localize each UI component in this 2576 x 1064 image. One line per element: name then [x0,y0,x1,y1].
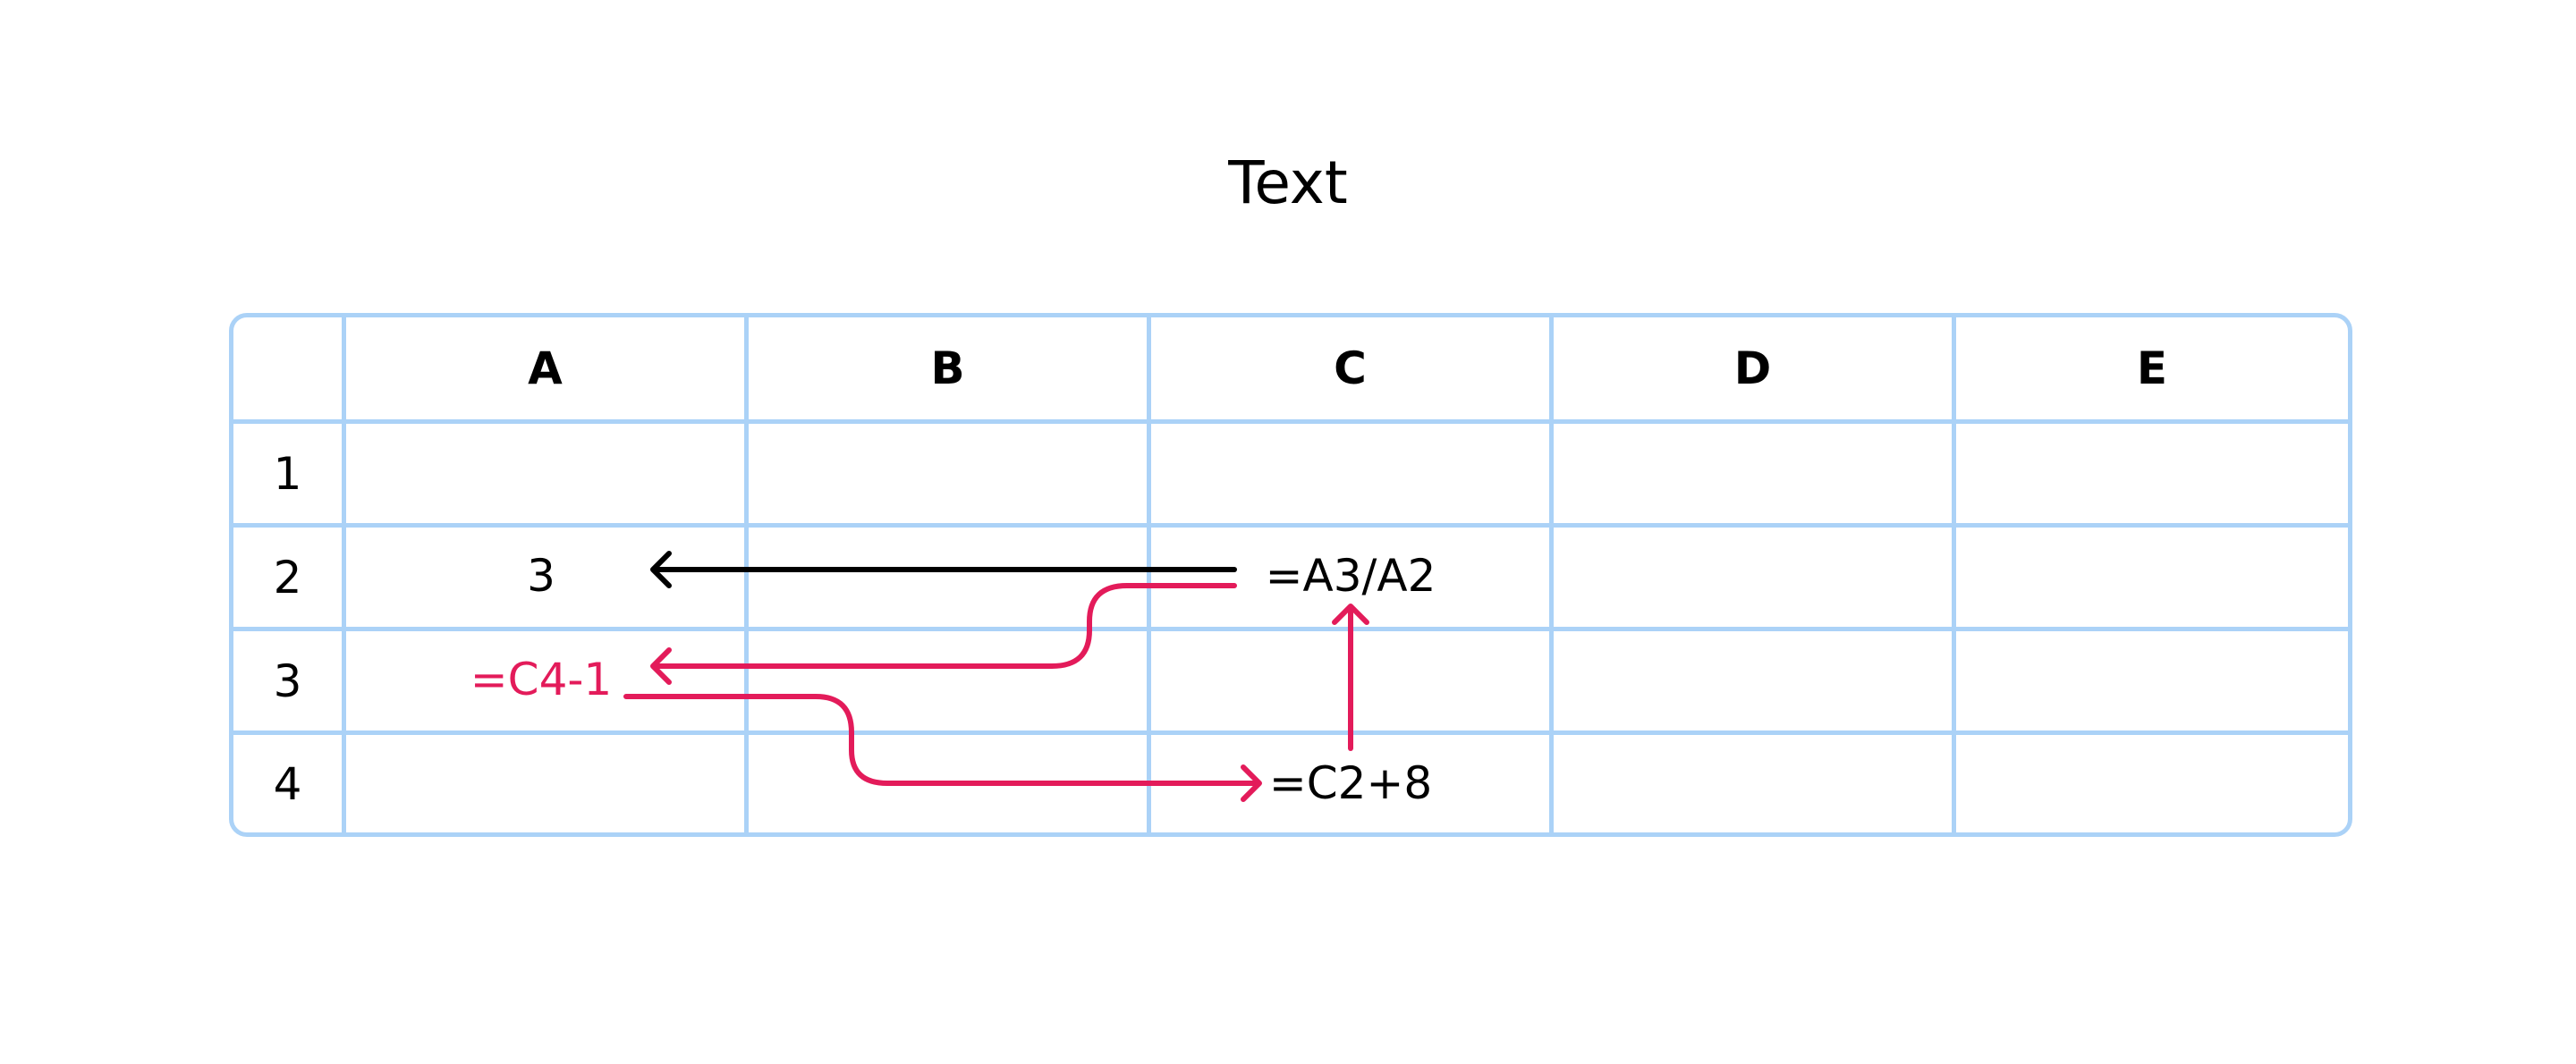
grid-line [342,317,346,832]
spreadsheet-grid: A B C D E 1 2 3 4 [229,313,2352,837]
row-header-3: 3 [273,654,302,707]
cell-a3: =C4-1 [470,654,613,705]
grid-line [1952,317,1956,832]
grid-line [233,730,2348,735]
grid-line [744,317,749,832]
diagram-title: Text [1228,148,1348,217]
row-header-4: 4 [273,757,302,810]
grid-line [233,523,2348,528]
grid-line [1549,317,1554,832]
cell-a2: 3 [527,550,555,602]
row-header-2: 2 [273,551,302,604]
column-header-b: B [930,342,965,394]
row-header-1: 1 [273,447,302,500]
column-header-c: C [1334,342,1367,394]
cell-c2: =A3/A2 [1265,550,1436,602]
column-header-d: D [1733,342,1772,394]
column-header-e: E [2136,342,2168,394]
cell-c4: =C2+8 [1268,757,1433,809]
grid-line [233,419,2348,424]
grid-line [233,627,2348,631]
column-header-a: A [528,342,563,394]
grid-line [1147,317,1151,832]
